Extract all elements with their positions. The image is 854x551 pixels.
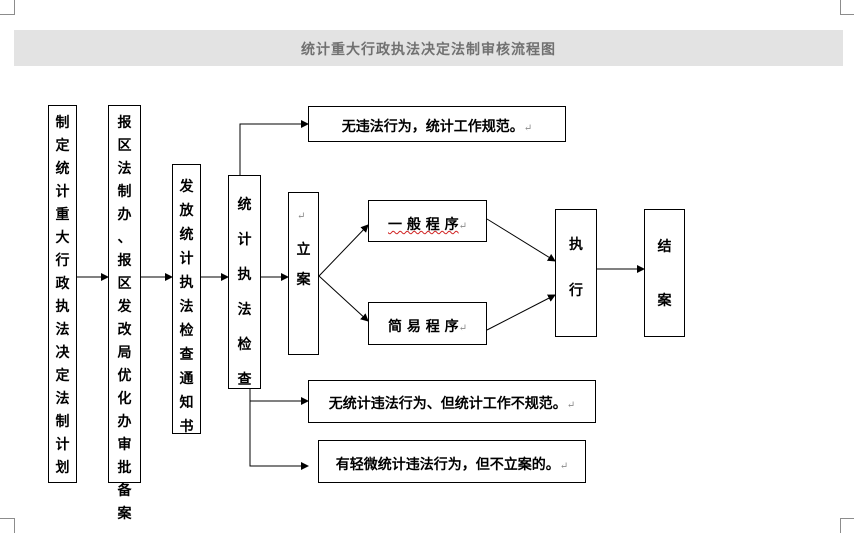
node-simple-procedure: 简 易 程 序↵	[368, 302, 487, 345]
node-minor-violation: 有轻微统计违法行为，但不立案的。↵	[318, 440, 586, 483]
node-nonstandard-label: 无统计违法行为、但统计工作不规范。	[328, 396, 567, 412]
paragraph-mark: ↵	[523, 123, 533, 134]
node-simple-procedure-label: 简 易 程 序	[387, 319, 459, 335]
node-report: 报区法制办、报区发改局优化办审批备案	[108, 105, 141, 522]
node-notice-label: 发放统计执法检查通知书	[179, 179, 194, 435]
node-inspect: 统计执法检查	[228, 175, 261, 389]
arrow-filecase-to-general	[318, 224, 369, 277]
paragraph-mark: ↵	[458, 323, 467, 334]
arrow-inspect-to-no-violation	[239, 120, 309, 175]
node-close-case-label: 结案	[657, 239, 672, 309]
node-execute-label: 执行	[569, 237, 583, 299]
node-general-procedure-label: 一 般 程 序	[387, 217, 459, 233]
node-plan-label: 制定统计重大行政执法决定法制计划	[55, 115, 70, 476]
node-minor-violation-label: 有轻微统计违法行为，但不立案的。	[335, 457, 560, 473]
node-file-case-label: 立案	[296, 242, 311, 288]
node-no-violation: 无违法行为，统计工作规范。↵	[308, 106, 566, 142]
diagram-title: 统计重大行政执法决定法制审核流程图	[301, 42, 556, 58]
node-no-violation-label: 无违法行为，统计工作规范。	[341, 119, 524, 135]
node-report-label: 报区法制办、报区发改局优化办审批备案	[117, 115, 132, 522]
node-plan: 制定统计重大行政执法决定法制计划	[48, 105, 77, 483]
node-general-procedure: 一 般 程 序↵	[368, 200, 487, 242]
arrow-simple-to-execute	[486, 294, 556, 331]
node-inspect-label: 统计执法检查	[237, 197, 252, 388]
crop-mark-bottom-left	[0, 518, 15, 533]
paragraph-mark: ↵	[297, 211, 306, 222]
crop-mark-bottom-right	[840, 518, 854, 533]
title-bar: 统计重大行政执法决定法制审核流程图	[14, 30, 843, 66]
paragraph-mark: ↵	[458, 221, 467, 232]
node-file-case: ↵ 立案	[288, 192, 319, 355]
arrow-filecase-to-simple	[318, 275, 369, 322]
node-nonstandard: 无统计违法行为、但统计工作不规范。↵	[308, 380, 596, 423]
arrow-general-to-execute	[486, 218, 556, 262]
arrow-inspect-to-minor	[249, 401, 309, 470]
node-execute: 执行	[555, 209, 597, 337]
crop-mark-top-left	[0, 0, 15, 15]
paragraph-mark: ↵	[559, 461, 569, 472]
node-close-case: 结案	[644, 209, 685, 337]
paragraph-mark: ↵	[566, 400, 576, 411]
crop-mark-top-right	[840, 0, 854, 15]
node-notice: 发放统计执法检查通知书	[172, 164, 201, 435]
